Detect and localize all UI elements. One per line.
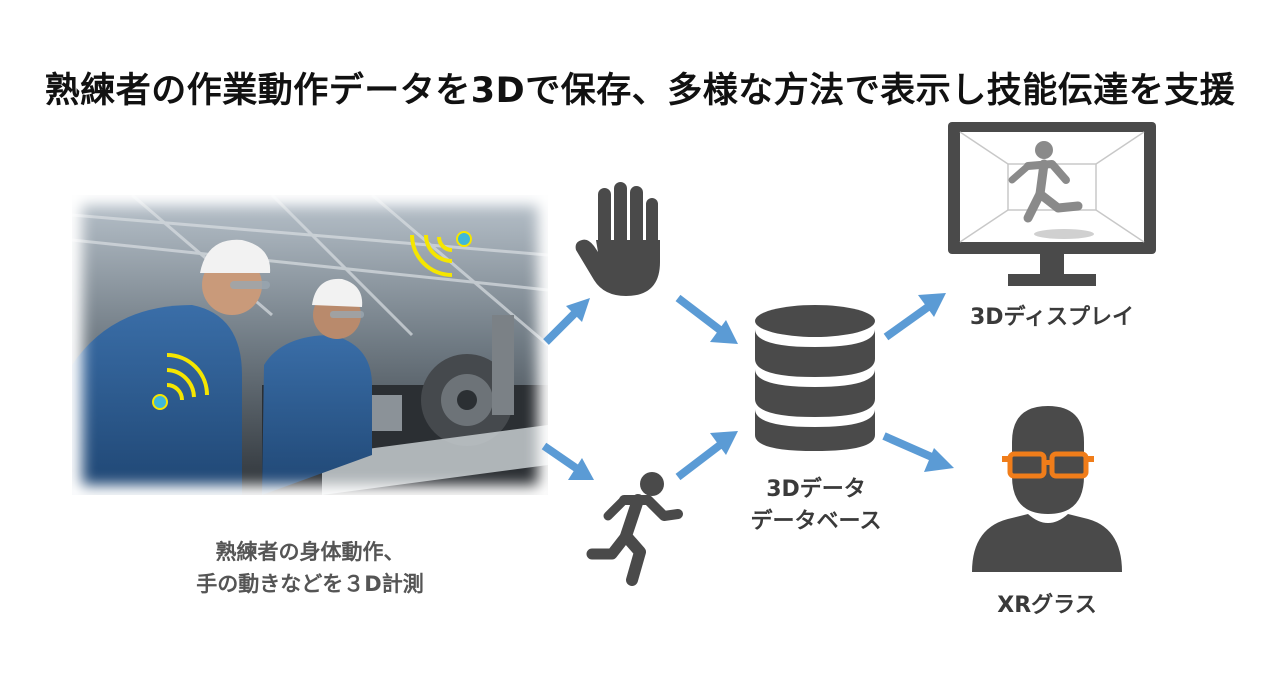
- xr-glasses-icon: [1002, 451, 1094, 479]
- xr-user-icon: [972, 406, 1122, 572]
- arrow-db-to-xr-icon: [882, 432, 954, 472]
- database-label: 3Dデータ データベース: [718, 474, 914, 538]
- sensor-tool-icon: [410, 231, 472, 277]
- monitor-icon: [948, 122, 1156, 286]
- photo-caption-line1: 熟練者の身体動作、: [215, 540, 405, 564]
- photo-caption: 熟練者の身体動作、 手の動きなどを３D計測: [160, 536, 460, 600]
- running-figure-icon: [1008, 141, 1083, 223]
- arrow-to-body-icon: [541, 442, 594, 480]
- arrow-db-to-display-icon: [883, 293, 946, 341]
- arrow-body-to-db-icon: [675, 431, 738, 481]
- display-label: 3Dディスプレイ: [969, 305, 1135, 330]
- xr-label: XRグラス: [997, 593, 1097, 618]
- database-label-line2: データベース: [750, 509, 882, 534]
- running-person-icon: [586, 472, 683, 586]
- database-label-line1: 3Dデータ: [766, 477, 866, 502]
- arrow-hand-to-db-icon: [675, 294, 738, 344]
- database-icon: [755, 305, 875, 451]
- worker-photo: [72, 195, 548, 495]
- photo-caption-line2: 手の動きなどを３D計測: [196, 572, 424, 596]
- hand-icon: [575, 182, 660, 296]
- arrow-to-hand-icon: [543, 298, 590, 345]
- page-title: 熟練者の作業動作データを3Dで保存、多様な方法で表示し技能伝達を支援: [44, 71, 1236, 111]
- sensor-arm-icon: [152, 353, 209, 410]
